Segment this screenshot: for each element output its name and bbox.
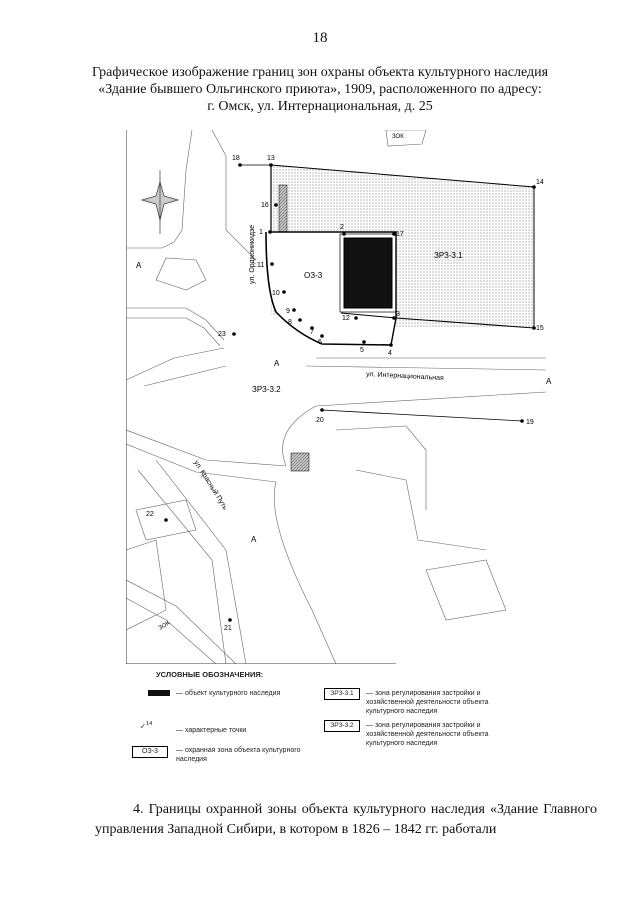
point-label-10: 10 bbox=[272, 290, 280, 297]
legend-swatch-object bbox=[148, 690, 170, 696]
monument-star-icon bbox=[140, 170, 180, 234]
point-label-20: 20 bbox=[316, 417, 324, 424]
title-line-1: Графическое изображение границ зон охран… bbox=[91, 65, 549, 80]
point-label-15: 15 bbox=[536, 325, 544, 332]
point-label-16: 16 bbox=[261, 202, 269, 209]
point-label-14: 14 bbox=[536, 179, 544, 186]
legend-text-object: — объект культурного наследия bbox=[176, 690, 281, 697]
legend-text-zrz2: — зона регулирования застройки и хозяйст… bbox=[366, 722, 489, 747]
legend-sample-point: ✓14 bbox=[140, 720, 170, 731]
street-label-internatsionalnaya: ул. Интернациональная bbox=[366, 371, 444, 382]
legend-text-zrz1: — зона регулирования застройки и хозяйст… bbox=[366, 690, 489, 715]
zone-label-a-2: А bbox=[274, 359, 280, 368]
point-label-8: 8 bbox=[288, 319, 292, 326]
point-label-23: 23 bbox=[218, 331, 226, 338]
point-label-2: 2 bbox=[340, 224, 344, 231]
title-line-3: г. Омск, ул. Интернациональная, д. 25 bbox=[207, 99, 433, 114]
title-line-2: «Здание бывшего Ольгинского приюта», 190… bbox=[98, 82, 542, 97]
zone-label-zrz-3-1: ЗРЗ-3.1 bbox=[434, 251, 463, 260]
legend-swatch-zrz1: ЗРЗ-3.1 bbox=[324, 688, 360, 700]
point-label-3: 3 bbox=[396, 311, 400, 318]
legend-oz-code: ОЗ-3 bbox=[142, 748, 158, 755]
context-streets bbox=[126, 130, 547, 664]
point-label-19: 19 bbox=[526, 419, 534, 426]
legend-text-oz: — охранная зона объекта культурного насл… bbox=[176, 747, 301, 763]
legend-zrz1-code: ЗРЗ-3.1 bbox=[330, 690, 354, 697]
heritage-building-outline bbox=[339, 233, 397, 313]
point-label-22: 22 bbox=[146, 511, 154, 518]
point-label-1: 1 bbox=[259, 229, 263, 236]
characteristic-points bbox=[164, 163, 536, 622]
legend-swatch-zrz2: ЗРЗ-3.2 bbox=[324, 720, 360, 732]
legend-zrz2-code: ЗРЗ-3.2 bbox=[330, 722, 354, 729]
point-label-4: 4 bbox=[388, 350, 392, 357]
zone-label-zok-2: ЗОК bbox=[158, 620, 172, 632]
point-label-5: 5 bbox=[360, 347, 364, 354]
legend-title: УСЛОВНЫЕ ОБОЗНАЧЕНИЯ: bbox=[156, 670, 264, 679]
legend-point-icon: ✓ bbox=[140, 723, 146, 731]
map-legend: УСЛОВНЫЕ ОБОЗНАЧЕНИЯ: — объект культурно… bbox=[126, 664, 566, 764]
zone-label-a-3: А bbox=[546, 377, 552, 386]
point-label-9: 9 bbox=[286, 308, 290, 315]
zone-map: 1 2 3 4 5 6 7 8 9 10 11 12 13 14 15 16 1… bbox=[126, 130, 552, 664]
zone-label-zrz-3-2: ЗРЗ-3.2 bbox=[252, 385, 281, 394]
point-label-13: 13 bbox=[267, 155, 275, 162]
heritage-building bbox=[343, 237, 393, 309]
point-label-11: 11 bbox=[257, 262, 264, 269]
zone-label-a-1: А bbox=[136, 261, 142, 270]
point-label-17: 17 bbox=[396, 231, 404, 238]
legend-text-points: — характерные точки bbox=[176, 727, 247, 734]
street-label-ordzhonikidze: ул. Орджоникидзе bbox=[249, 225, 256, 284]
legend-swatch-oz: ОЗ-3 bbox=[132, 746, 168, 758]
point-label-7: 7 bbox=[310, 329, 314, 336]
annex-building bbox=[278, 184, 288, 233]
legend-point-sample: 14 bbox=[145, 721, 153, 727]
point-label-12: 12 bbox=[342, 315, 350, 322]
point-label-21: 21 bbox=[224, 625, 232, 632]
point-label-6: 6 bbox=[318, 339, 322, 346]
point-label-18: 18 bbox=[232, 155, 240, 162]
small-building bbox=[290, 452, 310, 472]
zone-label-zok-1: ЗОК bbox=[392, 134, 404, 140]
document-title: Графическое изображение границ зон охран… bbox=[60, 64, 580, 115]
page-number: 18 bbox=[312, 30, 328, 46]
zone-label-oz-3: ОЗ-3 bbox=[304, 271, 323, 280]
zone-label-a-4: А bbox=[251, 535, 257, 544]
street-label-krasny-put: ул. Красный Путь bbox=[192, 459, 229, 512]
body-paragraph: 4. Границы охранной зоны объекта культур… bbox=[95, 802, 597, 837]
